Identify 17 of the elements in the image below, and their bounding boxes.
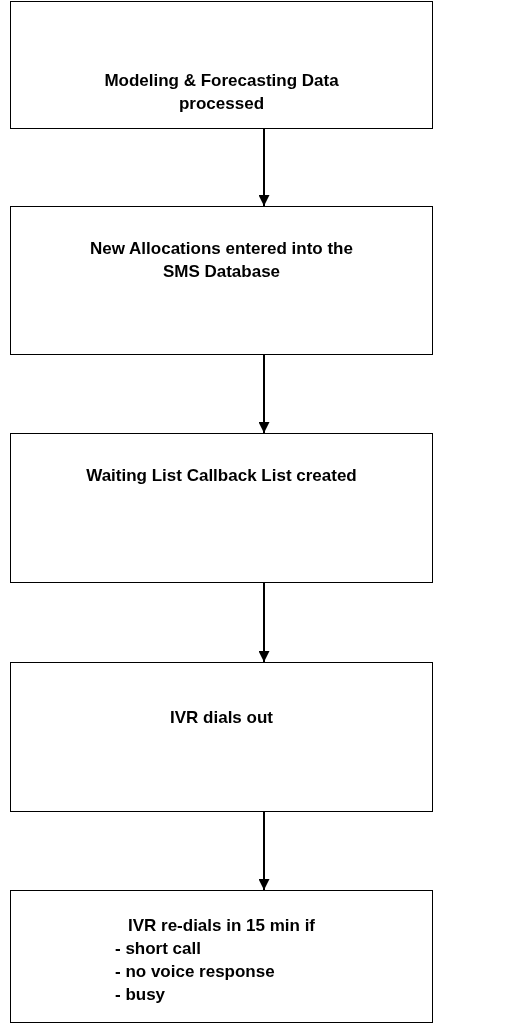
list-item: - short call [115, 938, 201, 960]
arrow [258, 582, 270, 663]
box-heading: Waiting List Callback List created [86, 465, 357, 487]
process-box [10, 890, 433, 1023]
process-box [10, 433, 433, 583]
box-heading: Modeling & Forecasting Data processed [103, 70, 340, 115]
list-item: - no voice response [115, 961, 275, 983]
arrow [258, 811, 270, 891]
box-heading: IVR re-dials in 15 min if [127, 915, 316, 937]
arrow [258, 128, 270, 207]
process-box [10, 662, 433, 812]
process-box [10, 206, 433, 355]
process-box [10, 1, 433, 129]
arrow [258, 354, 270, 434]
box-heading: IVR dials out [170, 707, 273, 729]
list-item: - busy [115, 984, 166, 1006]
box-heading: New Allocations entered into the SMS Database [89, 238, 354, 283]
